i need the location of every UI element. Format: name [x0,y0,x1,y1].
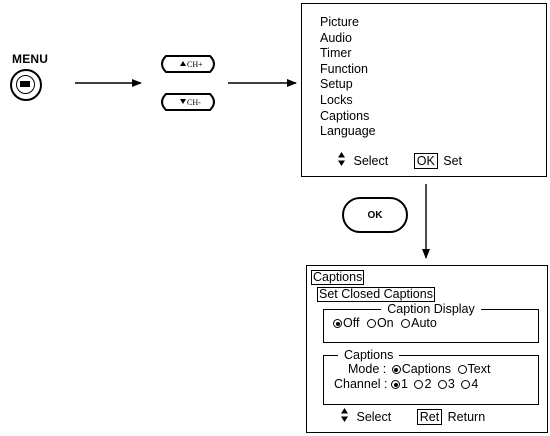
menu-button[interactable] [10,69,42,101]
caption-display-options: Off On Auto [324,316,538,331]
channel-1-option[interactable]: 1 [391,377,408,391]
option-label: 3 [447,377,455,391]
select-hint-label: Select [353,154,389,168]
captions-settings-group: Captions Mode : Captions Text Channel : … [323,349,539,405]
radio-empty-icon [437,380,447,389]
channel-row: Channel : 1 2 3 4 [324,377,538,392]
menu-button-label: MENU [12,52,49,66]
mode-row: Mode : Captions Text [324,362,538,377]
select-hint-label: Select [356,410,392,424]
caption-display-on-option[interactable]: On [366,316,394,330]
captions-menu-panel: Captions Set Closed Captions Caption Dis… [306,265,548,433]
set-hint-label: Set [443,154,463,168]
caption-display-group: Caption Display Off On Auto [323,303,539,343]
option-label: Auto [411,316,437,330]
ch-up-triangle-icon [180,61,186,66]
radio-selected-icon [333,319,342,328]
up-down-arrow-icon [338,152,345,166]
main-menu-panel: Picture Audio Timer Function Setup Locks… [301,3,547,177]
radio-selected-icon [391,365,401,374]
option-label: 4 [471,377,479,391]
caption-display-legend: Caption Display [387,302,475,316]
radio-empty-icon [457,365,467,374]
menu-item-language[interactable]: Language [320,124,376,139]
option-label: On [376,316,394,330]
menu-item-audio[interactable]: Audio [320,30,352,45]
ch-up-button: CH+ [161,55,215,73]
radio-empty-icon [414,380,424,389]
option-label: Off [343,316,360,330]
channel-2-option[interactable]: 2 [414,377,431,391]
option-label: 2 [424,377,432,391]
captions-menu-footer: Select Ret Return [341,408,486,425]
main-menu-list: Picture Audio Timer Function Setup Locks… [320,15,376,140]
menu-item-function[interactable]: Function [320,61,368,76]
ch-down-button: CH- [161,93,215,111]
ret-key-icon: Ret [416,409,443,425]
caption-display-auto-option[interactable]: Auto [401,316,437,330]
option-label: 1 [401,377,408,391]
menu-button-inner-ring [16,75,35,94]
radio-selected-icon [391,380,400,389]
ok-button[interactable]: OK [342,197,408,233]
radio-empty-icon [366,319,376,328]
return-hint-label: Return [447,410,486,424]
up-down-arrow-icon [341,408,348,422]
main-menu-footer: Select OK Set [338,152,463,169]
captions-title: Captions [311,270,365,285]
mode-label: Mode : [348,362,387,376]
mode-text-option[interactable]: Text [457,362,491,376]
ch-up-label: CH+ [187,60,203,69]
radio-empty-icon [401,319,411,328]
ch-down-label: CH- [187,98,201,107]
menu-item-locks[interactable]: Locks [320,92,353,107]
menu-item-captions[interactable]: Captions [320,108,370,123]
menu-item-picture[interactable]: Picture [320,15,359,29]
option-label: Captions [401,362,452,376]
set-closed-captions-item[interactable]: Set Closed Captions [317,287,435,302]
radio-empty-icon [461,380,471,389]
channel-label: Channel : [334,377,388,391]
channel-4-option[interactable]: 4 [461,377,478,391]
menu-item-setup[interactable]: Setup [320,77,353,92]
option-label: Text [467,362,491,376]
caption-display-off-option[interactable]: Off [333,316,359,330]
ok-key-icon: OK [413,153,438,169]
captions-group-legend: Captions [344,348,394,362]
menu-button-square-icon [20,81,30,87]
mode-captions-option[interactable]: Captions [391,362,452,376]
channel-3-option[interactable]: 3 [437,377,455,391]
ch-down-triangle-icon [180,99,186,104]
menu-item-timer[interactable]: Timer [320,46,352,61]
